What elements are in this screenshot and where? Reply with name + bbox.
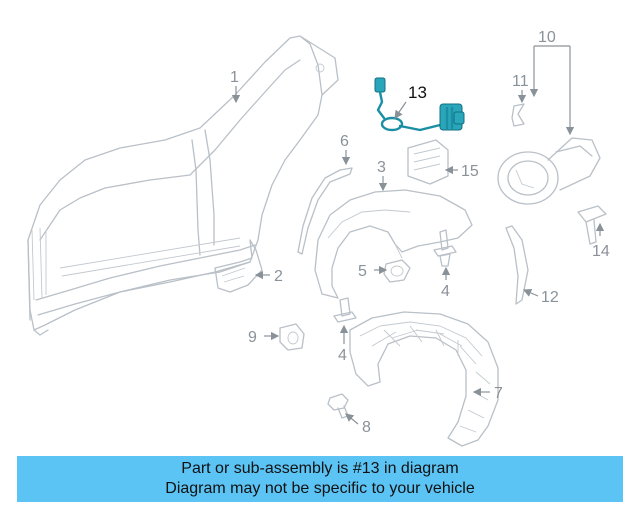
banner-line-1: Part or sub-assembly is #13 in diagram — [181, 460, 459, 477]
fuel-door-assembly — [497, 103, 601, 205]
callout-1: 1 — [230, 69, 239, 86]
callout-13: 13 — [408, 83, 427, 102]
bolt-14 — [577, 205, 607, 245]
callout-2: 2 — [274, 268, 283, 285]
callout-15: 15 — [461, 163, 479, 180]
callout-7: 7 — [494, 385, 503, 402]
grommet-9 — [279, 323, 305, 351]
callout-11: 11 — [512, 73, 529, 90]
fender-3 — [314, 189, 473, 299]
callout-4b: 4 — [338, 347, 347, 364]
callout-4a: 4 — [441, 283, 450, 300]
body-side-panel — [27, 35, 339, 336]
callout-8: 8 — [362, 419, 371, 436]
callout-3: 3 — [377, 159, 386, 176]
screw-8 — [327, 393, 349, 419]
nut-5 — [383, 259, 411, 283]
clip-4-upper — [433, 229, 457, 267]
wheelhouse-liner-7 — [349, 311, 499, 447]
info-banner: Part or sub-assembly is #13 in diagram D… — [17, 456, 623, 502]
callout-labels: 1 2 3 4 4 5 6 7 8 9 10 11 12 13 14 15 — [230, 29, 610, 436]
banner-line-2: Diagram may not be specific to your vehi… — [165, 480, 475, 497]
callout-10: 10 — [538, 29, 556, 46]
callout-5: 5 — [358, 263, 367, 280]
callout-9: 9 — [248, 329, 257, 346]
parts-diagram: 1 2 3 4 4 5 6 7 8 9 10 11 12 13 14 15 — [27, 29, 610, 447]
bracket-2 — [214, 239, 263, 293]
callout-12: 12 — [541, 289, 559, 306]
latch-15 — [407, 139, 449, 185]
callout-6: 6 — [340, 133, 349, 150]
hose-12 — [505, 225, 529, 305]
callout-14: 14 — [592, 243, 610, 260]
highlighted-part-13 — [374, 77, 465, 132]
fender-strip-6 — [297, 167, 353, 255]
leader-lines — [231, 45, 605, 425]
clip-4-lower — [333, 297, 357, 323]
